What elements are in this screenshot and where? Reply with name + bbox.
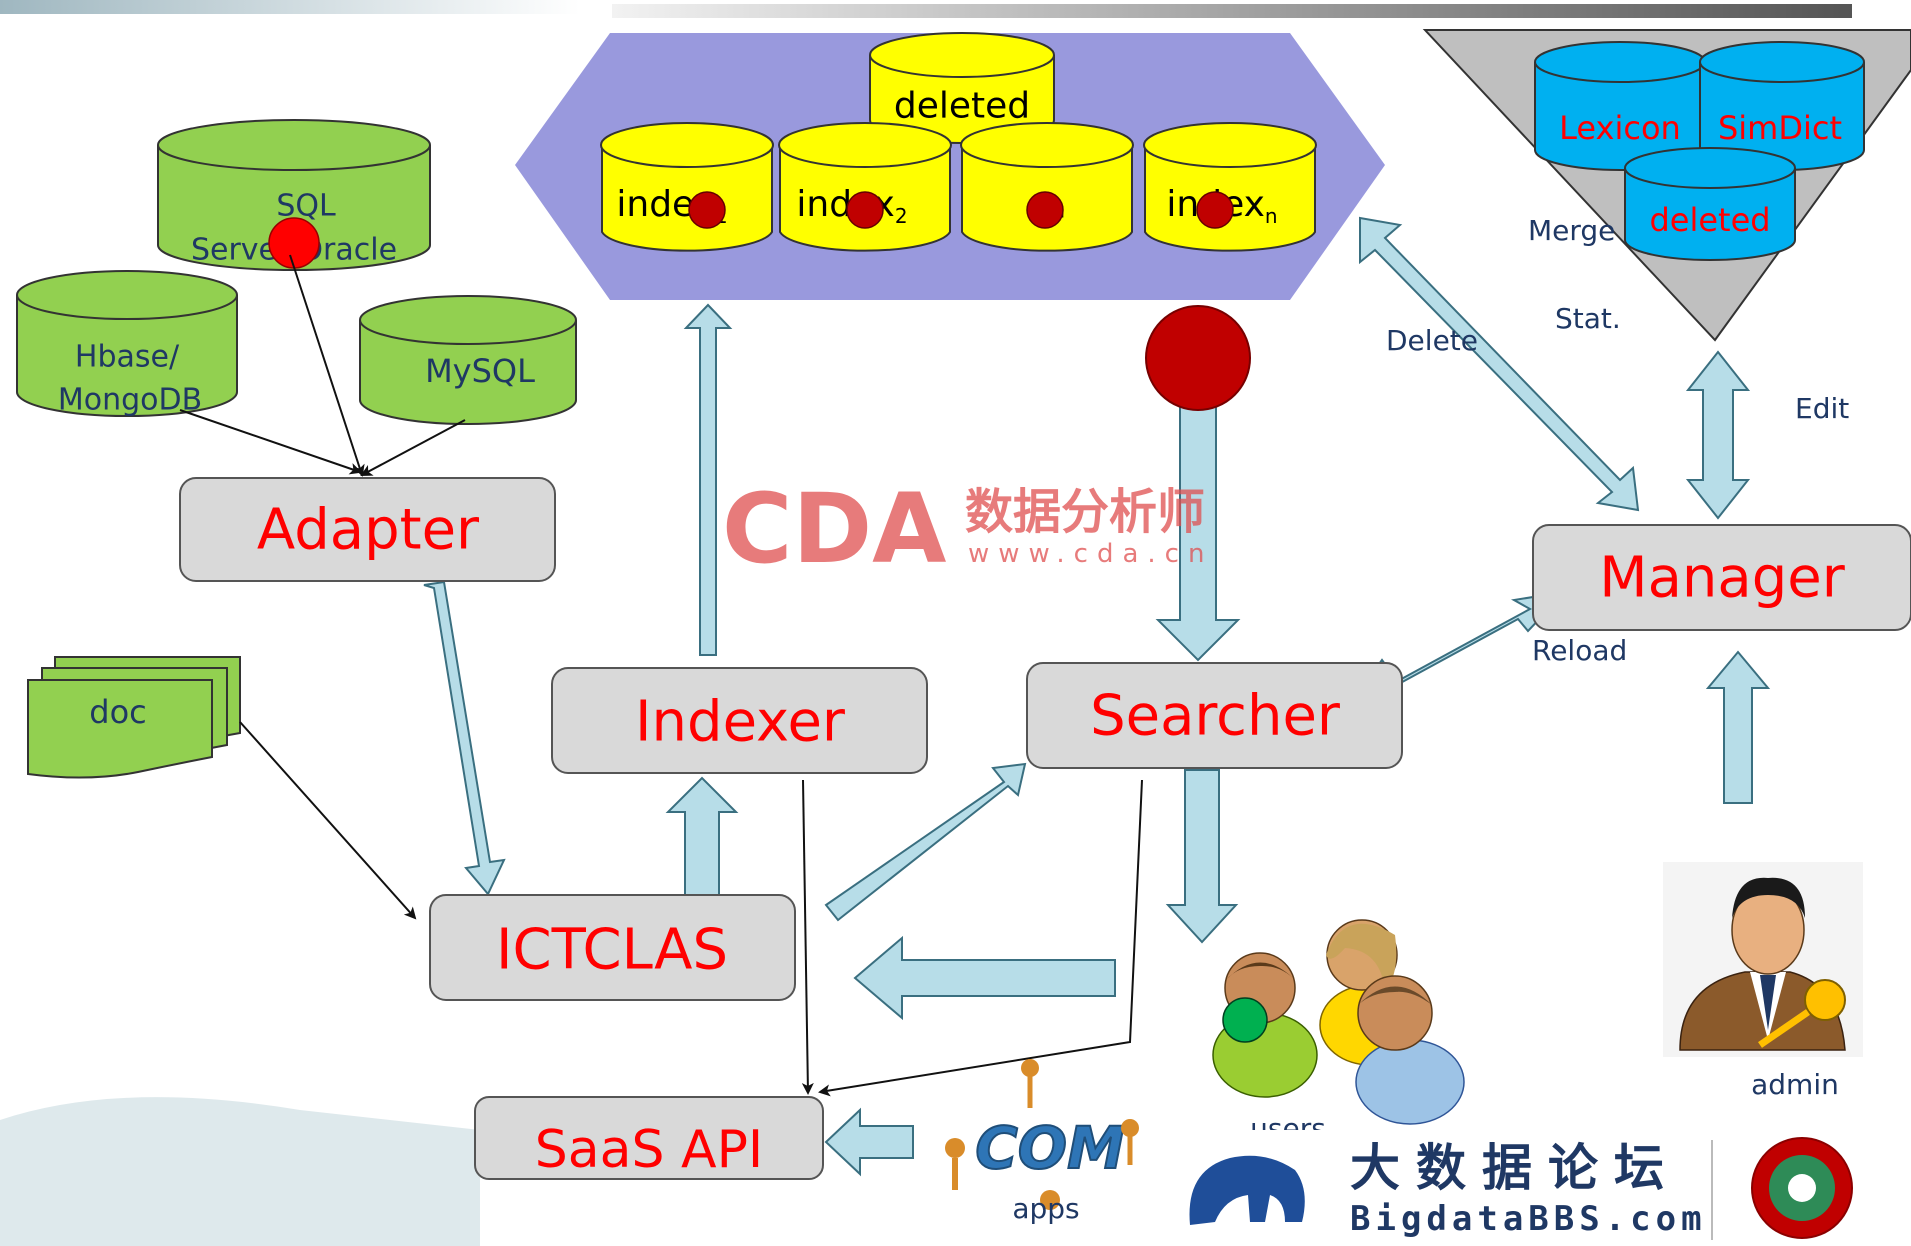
- index-n-cylinder: indexn: [1143, 122, 1317, 252]
- footer-title-cn: 大数据论坛: [1350, 1138, 1680, 1197]
- index-n-marker: [1196, 191, 1234, 229]
- reload-note: Reload: [1532, 634, 1627, 667]
- index-deleted-label: deleted: [894, 86, 1030, 127]
- indexer-box[interactable]: Indexer: [551, 667, 928, 774]
- searcher-to-ictclas-arrow: [853, 935, 1116, 1021]
- watermark-brand: CDA: [722, 473, 946, 585]
- simdict-cylinder: SimDict: [1699, 41, 1865, 171]
- indexer-to-index-arrow: [683, 303, 733, 656]
- header-bar: [612, 4, 1852, 18]
- manager-label: Manager: [1599, 546, 1845, 611]
- dict-deleted-cylinder: deleted: [1624, 147, 1796, 261]
- sql-marker: [268, 217, 320, 269]
- index-to-searcher-arrow: [1155, 389, 1241, 662]
- users-marker: [1222, 997, 1268, 1043]
- saas-api-label: SaaS API: [535, 1120, 764, 1180]
- apps-logo-text: COM: [975, 1114, 1125, 1182]
- edit-note: Edit: [1795, 392, 1849, 425]
- index-2-marker: [846, 191, 884, 229]
- ictclas-box[interactable]: ICTCLAS: [429, 894, 796, 1001]
- searcher-to-saas-arrow: [818, 779, 1143, 1097]
- adapter-to-ictclas-arrow: [423, 580, 506, 896]
- adapter-box[interactable]: Adapter: [179, 477, 556, 582]
- manager-dict-edit-arrow: [1685, 350, 1751, 520]
- admin-to-manager-arrow: [1705, 650, 1771, 804]
- index-more-cylinder: ...: [960, 122, 1134, 252]
- searcher-index-marker: [1145, 305, 1251, 411]
- stat-note: Stat.: [1555, 302, 1621, 335]
- indexer-label: Indexer: [635, 690, 846, 755]
- index-2-subscript: 2: [895, 204, 908, 228]
- index-1-marker: [688, 191, 726, 229]
- searcher-box[interactable]: Searcher: [1026, 662, 1403, 769]
- sql-to-adapter-arrow: [289, 254, 365, 477]
- elephant-icon: [1189, 1155, 1305, 1225]
- dict-deleted-label: deleted: [1649, 201, 1770, 239]
- mysql-label: MySQL: [425, 352, 535, 390]
- watermark-brand-cn: 数据分析师: [965, 484, 1205, 540]
- footer-decoration: [0, 1097, 480, 1246]
- indexer-to-saas-arrow: [801, 779, 814, 1095]
- adapter-label: Adapter: [257, 498, 480, 563]
- simdict-label: SimDict: [1718, 109, 1842, 147]
- sql-server-oracle-cylinder: SQL Server/Oracle: [157, 119, 431, 271]
- manager-box[interactable]: Manager: [1532, 524, 1911, 631]
- delete-note: Delete: [1386, 324, 1478, 357]
- sql-label-line1: SQL: [276, 189, 336, 224]
- cda-watermark: CDA 数据分析师 www.cda.cn: [722, 473, 1213, 585]
- searcher-label: Searcher: [1090, 684, 1341, 749]
- mysql-cylinder: MySQL: [359, 295, 577, 425]
- admin-label: admin: [1751, 1068, 1839, 1101]
- admin-icon: [1663, 862, 1863, 1057]
- apps-label: apps: [1012, 1192, 1079, 1225]
- apps-icon: COM: [945, 1059, 1139, 1210]
- hbase-mongodb-cylinder: Hbase/ MongoDB: [16, 270, 238, 418]
- searcher-to-users-arrow: [1165, 769, 1239, 944]
- merge-note: Merge: [1528, 214, 1615, 247]
- ictclas-label: ICTCLAS: [496, 918, 728, 983]
- lexicon-label: Lexicon: [1559, 109, 1681, 147]
- lexicon-cylinder: Lexicon: [1534, 41, 1706, 171]
- ictclas-to-indexer-arrow: [665, 776, 739, 896]
- manager-index-delete-arrow: [1359, 216, 1640, 512]
- hbase-label-line1: Hbase/: [75, 340, 180, 375]
- doc-stack: doc: [27, 656, 241, 779]
- apps-to-saas-arrow: [824, 1107, 914, 1177]
- bigdatabbs-logo: 大数据论坛 BigdataBBS.com: [1172, 1130, 1911, 1246]
- index-2-cylinder: index2: [778, 122, 952, 252]
- index-more-marker: [1026, 191, 1064, 229]
- ictclas-to-searcher-arrow: [824, 762, 1027, 922]
- mysql-to-adapter-arrow: [360, 419, 466, 476]
- users-icon: [1212, 919, 1465, 1125]
- doc-to-ictclas-arrow: [239, 721, 417, 920]
- footer-site: BigdataBBS.com: [1350, 1199, 1707, 1239]
- hbase-to-adapter-arrow: [179, 409, 362, 475]
- saas-api-box[interactable]: SaaS API: [474, 1096, 824, 1180]
- hbase-label-line2: MongoDB: [58, 383, 202, 418]
- index-1-cylinder: index1: [600, 122, 774, 252]
- index-n-subscript: n: [1265, 204, 1278, 228]
- header-decoration: [0, 0, 580, 14]
- watermark-url: www.cda.cn: [968, 539, 1213, 569]
- doc-label: doc: [89, 693, 146, 731]
- index-deleted-cylinder: deleted: [869, 32, 1055, 144]
